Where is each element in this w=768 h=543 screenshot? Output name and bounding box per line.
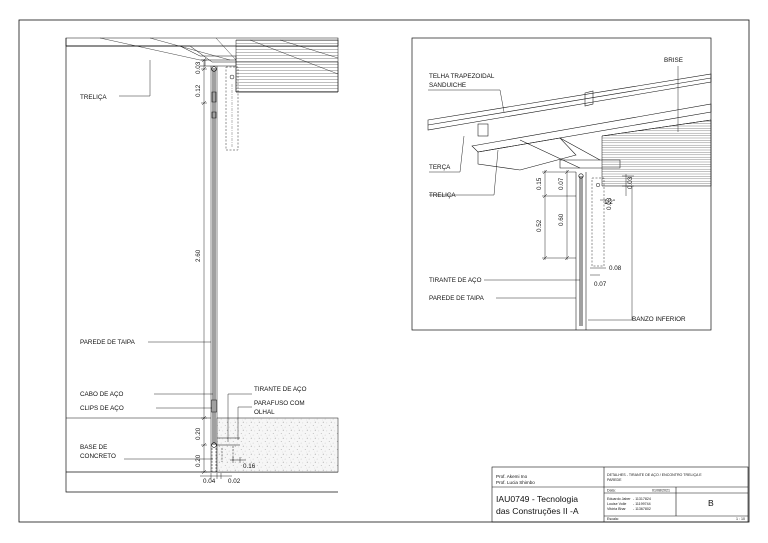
dim-0-04: 0.04: [203, 478, 216, 485]
dimension-chain-left: [201, 57, 207, 475]
tb-student-name: Eduardo Jaber: [607, 497, 631, 501]
tb-student-name: Louise Volle: [607, 502, 626, 506]
tb-sheet-number: 1 : 10: [736, 517, 745, 521]
tb-student-name: Vitória Bhar: [607, 507, 627, 511]
label-clips-aco: CLIPS DE AÇO: [80, 405, 124, 412]
right-wall: [575, 172, 601, 330]
tb-student-id: - 11199744: [633, 502, 651, 506]
tb-students: Eduardo Jaber - 11317824 Louise Volle - …: [607, 497, 651, 511]
label-tirante-aco-right: TIRANTE DE AÇO: [429, 277, 482, 284]
label-terca: TERÇA: [429, 164, 451, 171]
label-base-concreto-1: BASE DE: [80, 444, 107, 451]
dim-2-60: 2.60: [195, 249, 202, 262]
label-parafuso-1: PARAFUSO COM: [254, 400, 305, 407]
dimension-chain-bottom: [200, 457, 246, 479]
tb-date-label: Data:: [607, 489, 616, 493]
dim-0-08: 0.08: [609, 265, 622, 272]
tb-course-2: das Construções II -A: [496, 506, 579, 516]
tb-detail-title-2: PAREDE: [607, 478, 622, 482]
dim-0-15: 0.15: [536, 177, 543, 190]
taipa-wall: [210, 66, 218, 472]
tb-course-1: IAU0749 - Tecnologia: [496, 494, 578, 504]
label-brise: BRISE: [664, 57, 683, 64]
tb-date-value: 01/08/2021: [652, 489, 670, 493]
dim-0-20-b: 0.20: [195, 454, 202, 467]
label-parede-taipa-right: PAREDE DE TAIPA: [429, 295, 485, 302]
tb-sheet-letter: B: [708, 498, 714, 508]
right-detail: BRISE TELHA TRAPEZOIDAL SANDUICHE TERÇA …: [411, 37, 712, 331]
purlin-terca: [477, 123, 489, 137]
truss-top-left: [65, 37, 339, 93]
label-telha-2: SANDUICHE: [429, 82, 466, 89]
dim-0-07-bottom: 0.07: [594, 281, 607, 288]
label-trelica-right: TRELIÇA: [429, 192, 456, 199]
title-block: [491, 466, 749, 523]
dim-0-16: 0.16: [243, 463, 256, 470]
left-detail: TRELIÇA PAREDE DE TAIPA CABO DE AÇO CLIP…: [65, 37, 339, 493]
dimension-chain-right: [542, 169, 634, 276]
label-tirante-aco-left: TIRANTE DE AÇO: [254, 386, 307, 393]
tb-detail-title-1: DETALHES - TIRANTE DE AÇO / ENCONTRO TRE…: [607, 473, 702, 477]
dim-0-20-a: 0.20: [195, 427, 202, 440]
steel-tie-rod: [211, 66, 217, 448]
label-cabo-aco: CABO DE AÇO: [80, 391, 123, 398]
tb-student-id: - 11367802: [633, 507, 651, 511]
dim-0-60: 0.60: [558, 213, 565, 226]
sheet-border: [18, 19, 750, 523]
tb-student-id: - 11317824: [633, 497, 651, 501]
dim-half-inch: 1/2": [604, 199, 615, 206]
label-banzo-inferior: BANZO INFERIOR: [632, 316, 686, 323]
dim-0-03-right-b: 0.03: [606, 197, 613, 210]
label-base-concreto-2: CONCRETO: [80, 453, 116, 460]
leaders-right: [428, 66, 679, 321]
label-trelica-left: TRELIÇA: [80, 94, 107, 101]
dim-0-12-left: 0.12: [195, 84, 202, 97]
dim-0-02: 0.02: [228, 478, 241, 485]
dim-0-52: 0.52: [536, 219, 543, 232]
dim-0-03-left: 0.03: [195, 61, 202, 74]
dim-0-03-right-a: 0.03: [627, 176, 634, 189]
dim-0-07-right: 0.07: [558, 177, 565, 190]
brise-block: [601, 119, 712, 187]
label-parede-taipa-left: PAREDE DE TAIPA: [80, 339, 136, 346]
roof-sandwich-tile: [427, 73, 712, 131]
tb-professor-1: Prof. Akemi Ino: [496, 474, 528, 479]
label-parafuso-2: OLHAL: [254, 409, 275, 416]
leaders-left: [119, 60, 252, 460]
label-telha-1: TELHA TRAPEZOIDAL: [429, 73, 495, 80]
truss-bracket-hidden: [225, 66, 239, 151]
right-bracket-hidden: [591, 177, 605, 267]
tb-scale-label: Escala:: [607, 517, 619, 521]
tb-professor-2: Prof. Lucia Shimbo: [496, 480, 535, 485]
